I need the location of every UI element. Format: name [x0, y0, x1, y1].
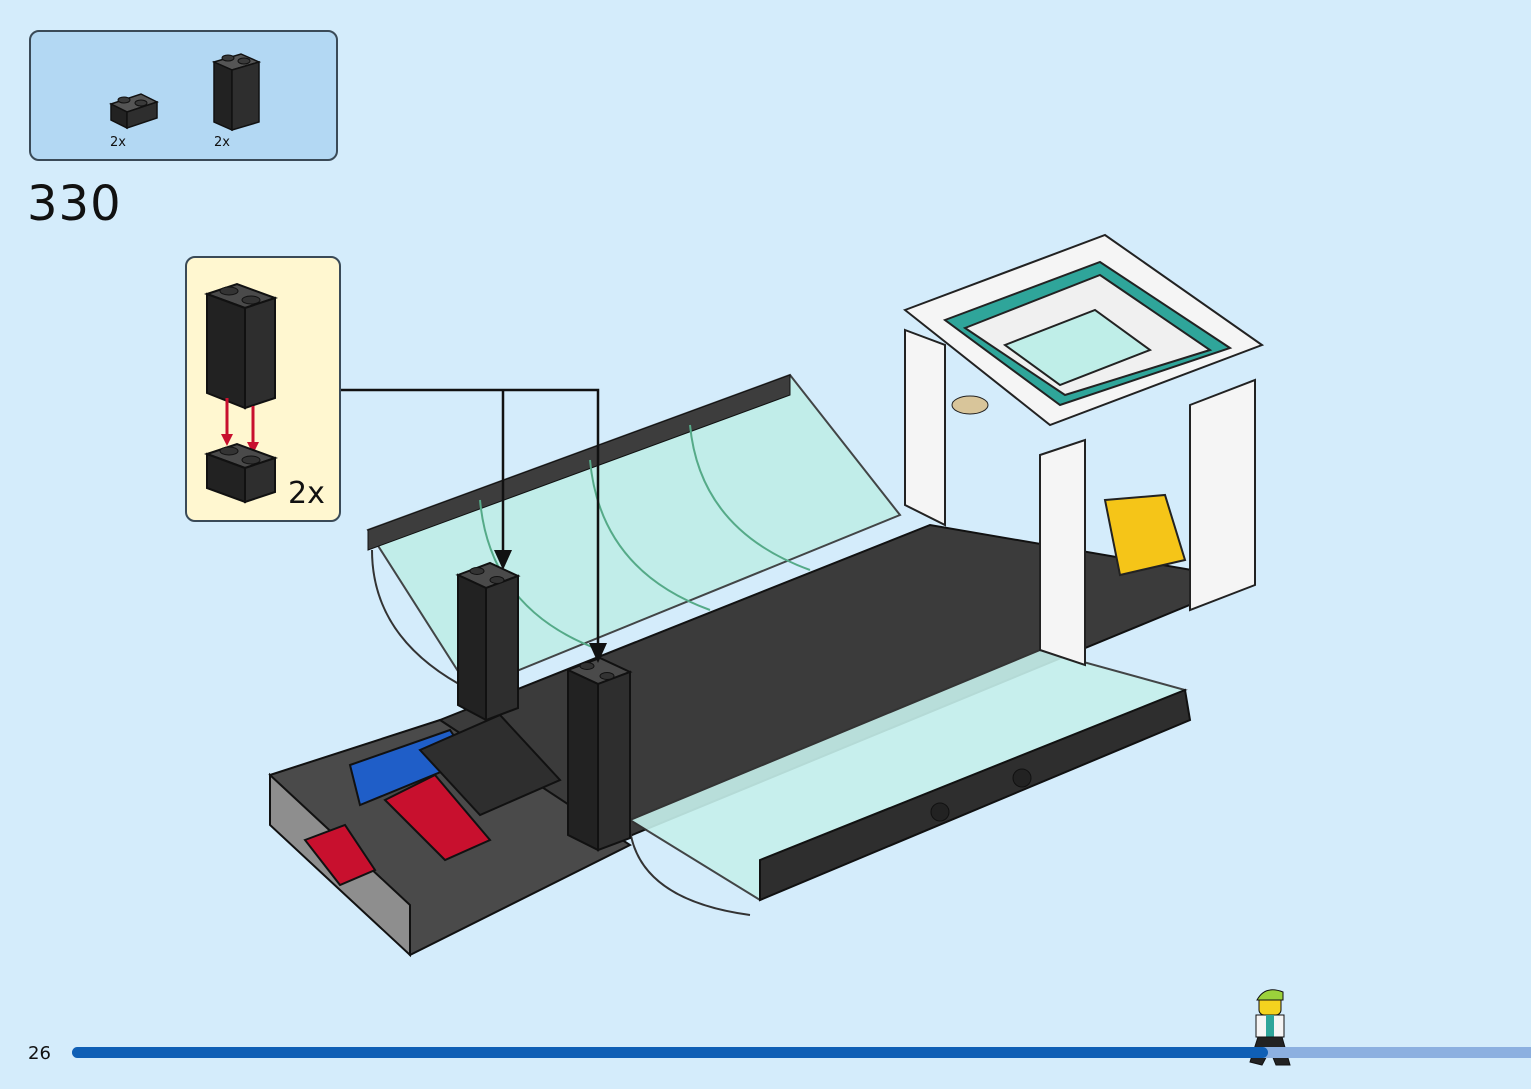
page-number: 26 — [28, 1043, 51, 1064]
callout-quantity: 2x — [288, 476, 325, 511]
black-brick-right — [568, 658, 630, 850]
brick-1x2x3-icon — [207, 284, 275, 408]
brick-1x2-icon — [207, 444, 275, 502]
black-brick-left — [458, 563, 518, 720]
progress-bar — [72, 1047, 1531, 1058]
progress-bar-fill — [72, 1047, 1268, 1058]
